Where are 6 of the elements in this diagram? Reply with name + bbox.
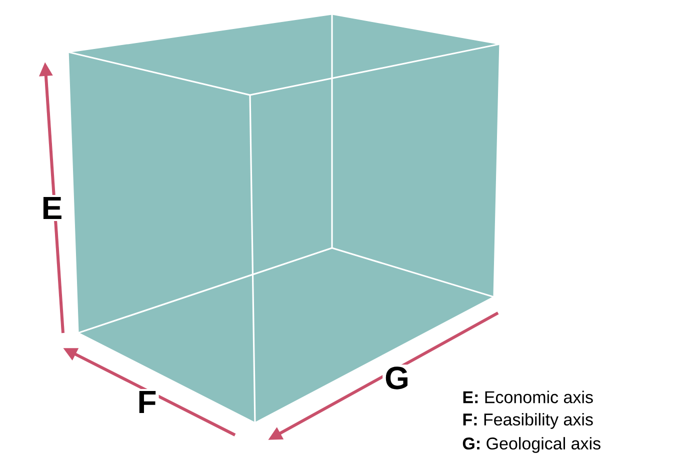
axis-letter: E [39,194,65,221]
legend-text: E: Economic axis [463,390,593,404]
legend-text: G: Geological axis [462,437,600,453]
axis-letter: F [135,388,159,415]
legend-text: F: Feasibility axis [463,413,593,429]
axis-letter: G [382,364,412,392]
